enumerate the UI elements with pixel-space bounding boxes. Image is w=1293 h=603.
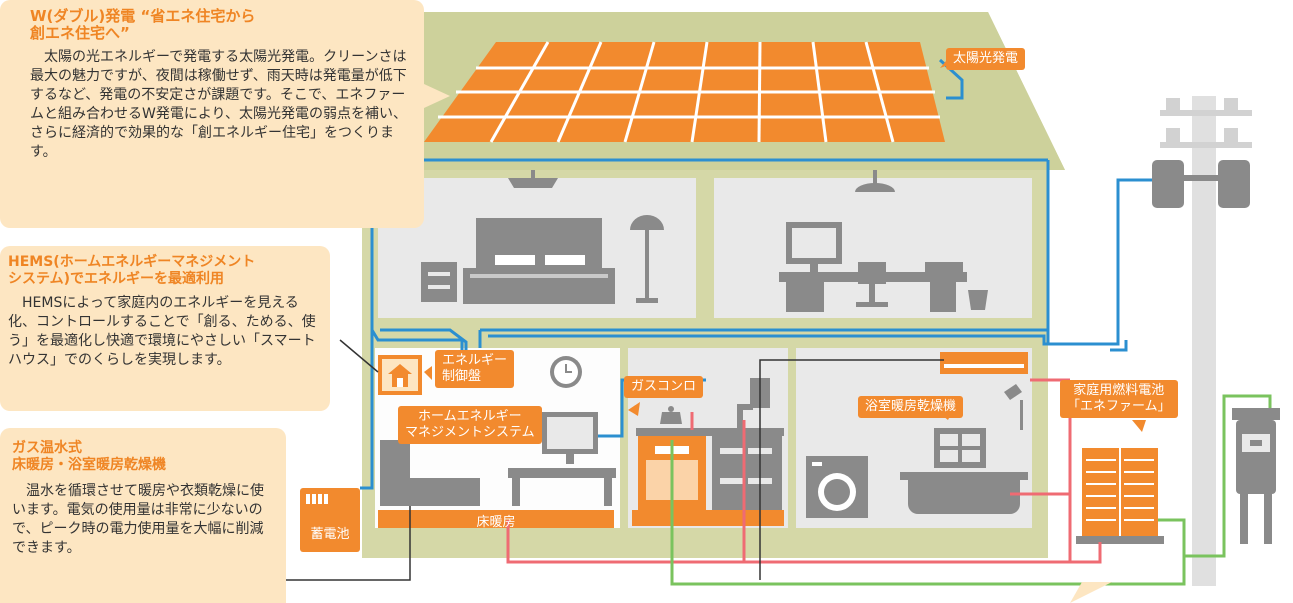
battery-label: 蓄電池 [310, 527, 350, 542]
faucet-icon [737, 404, 753, 430]
hems-title-line1: HEMS(ホームエネルギーマネジメント [8, 254, 256, 270]
shower-icon [1004, 384, 1023, 430]
gas-hot-water-title-line1: ガス温水式 [12, 440, 82, 456]
bath-dryer-unit [940, 352, 1028, 374]
w-power-title-line2: 創エネ住宅へ” [30, 24, 130, 42]
gas-stove-label: ガスコンロ [624, 376, 704, 398]
gas-lines [670, 394, 1272, 586]
clock-icon [550, 356, 582, 388]
bath-dryer-label: 浴室暖房乾燥機 [858, 396, 964, 418]
fuel-cell-label: 家庭用燃料電池 「エネファーム」 [1060, 380, 1178, 418]
w-power-title-line1: W(ダブル)発電 “省エネ住宅から [30, 7, 256, 25]
kettle-icon [660, 406, 682, 424]
sofa [380, 440, 480, 506]
lamp-icon [630, 215, 664, 303]
house-icon [378, 355, 422, 395]
kitchen-floor-bar [632, 510, 784, 526]
gas-hot-water-title: ガス温水式 床暖房・浴室暖房乾燥機 [12, 440, 276, 474]
solar-panel [424, 41, 945, 143]
hems-body: HEMSによって家庭内のエネルギーを見える化、コントロールすることで「創る、ため… [8, 295, 316, 368]
gas-hot-water-title-line2: 床暖房・浴室暖房乾燥機 [12, 457, 166, 473]
study-furniture [779, 222, 988, 312]
gas-hot-water-body: 温水を循環させて暖房や衣類乾燥に使います。電気の使用量は非常に少ないので、ピーク… [12, 483, 264, 556]
tv [508, 412, 616, 506]
floor-heating-label: 床暖房 [476, 515, 516, 530]
utility-pole [1152, 96, 1252, 586]
ceiling-lamp [508, 170, 895, 192]
w-power-title: W(ダブル)発電 “省エネ住宅から 創エネ住宅へ” [30, 8, 414, 42]
card-pointers [424, 84, 1112, 603]
w-power-card: W(ダブル)発電 “省エネ住宅から 創エネ住宅へ” 太陽の光エネルギーで発電する… [0, 0, 424, 228]
battery-unit [300, 488, 360, 552]
floor-heating-bar [378, 510, 614, 528]
solar-label: 太陽光発電 [946, 48, 1026, 70]
hot-water-lines [506, 378, 1102, 564]
bedroom-furniture [421, 218, 615, 304]
signal-lines [286, 339, 944, 581]
bathtub [900, 472, 1028, 514]
hems-title: HEMS(ホームエネルギーマネジメント システム)でエネルギーを最適利用 [8, 254, 320, 288]
energy-panel-label: エネルギー 制御盤 [435, 350, 515, 388]
gas-hot-water-card: ガス温水式 床暖房・浴室暖房乾燥機 温水を循環させて暖房や衣類乾燥に使います。電… [0, 428, 286, 603]
fuel-cell-unit [1076, 448, 1164, 544]
hems-title-line2: システム)でエネルギーを最適利用 [8, 271, 224, 287]
window [934, 428, 986, 468]
hems-card: HEMS(ホームエネルギーマネジメント システム)でエネルギーを最適利用 HEM… [0, 246, 330, 411]
w-power-body: 太陽の光エネルギーで発電する太陽光発電。クリーンさは最大の魅力ですが、夜間は稼働… [30, 49, 408, 160]
hems-system-label: ホームエネルギー マネジメントシステム [398, 406, 542, 444]
washing-machine [806, 456, 868, 518]
gas-meter-icon [1232, 408, 1280, 544]
